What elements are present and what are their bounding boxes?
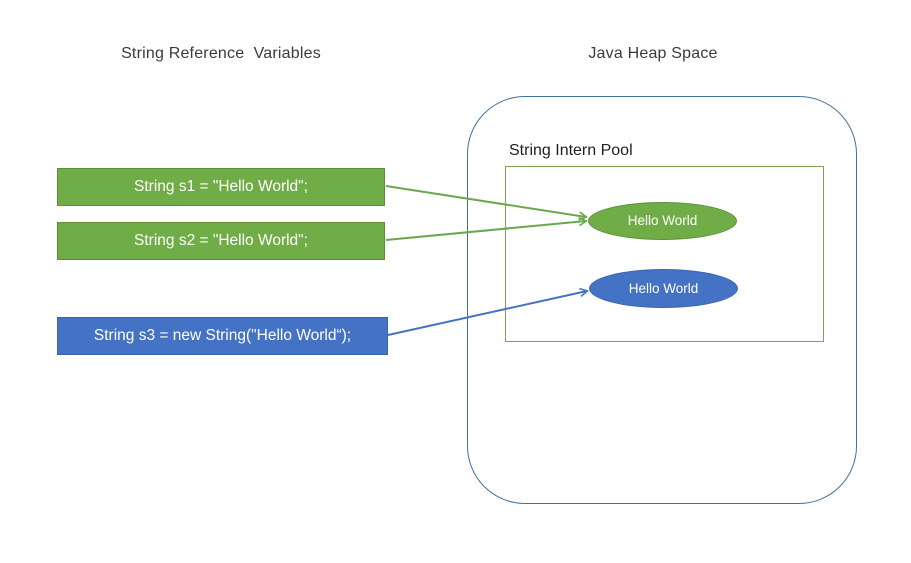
string-intern-pool-container <box>505 166 824 342</box>
left-column-title: String Reference Variables <box>121 45 321 62</box>
string-intern-pool-label: String Intern Pool <box>509 142 633 159</box>
variable-box-s1: String s1 = "Hello World"; <box>57 168 385 206</box>
heap-string-ellipse: Hello World <box>589 269 738 308</box>
right-column-title: Java Heap Space <box>588 45 718 62</box>
variable-box-s2: String s2 = "Hello World"; <box>57 222 385 260</box>
variable-box-s3: String s3 = new String("Hello World“); <box>57 317 388 355</box>
interned-string-ellipse: Hello World <box>588 202 737 240</box>
